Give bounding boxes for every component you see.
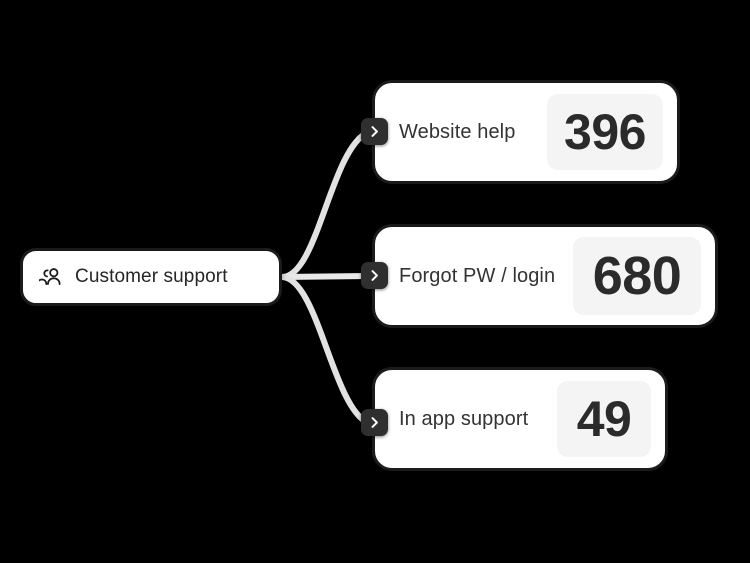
card-website-help[interactable]: Website help 396 [372, 80, 680, 184]
card-label: Website help [399, 120, 516, 143]
source-node-label: Customer support [75, 266, 228, 287]
edge-arrow-in-app-support[interactable] [361, 409, 388, 436]
edge-to-in-app-support [279, 274, 371, 426]
node-customer-support[interactable]: Customer support [20, 248, 282, 306]
chevron-right-icon [371, 270, 378, 281]
edge-arrow-website-help[interactable] [361, 118, 388, 145]
value-chip: 396 [547, 94, 663, 170]
chevron-right-icon [371, 126, 378, 137]
card-value: 680 [592, 246, 682, 306]
chevron-right-icon [371, 417, 378, 428]
card-label: Forgot PW / login [399, 264, 556, 287]
card-value: 49 [576, 391, 632, 447]
edge-arrow-forgot-pw-login[interactable] [361, 262, 388, 289]
card-forgot-pw-login[interactable]: Forgot PW / login 680 [372, 224, 718, 328]
card-in-app-support[interactable]: In app support 49 [372, 367, 668, 471]
edge-to-forgot-pw-login [279, 273, 371, 280]
card-value: 396 [564, 104, 646, 160]
people-icon [39, 267, 61, 285]
card-label: In app support [399, 407, 529, 430]
value-chip: 49 [557, 381, 651, 457]
edge-to-website-help [279, 129, 371, 280]
value-chip: 680 [573, 237, 701, 315]
